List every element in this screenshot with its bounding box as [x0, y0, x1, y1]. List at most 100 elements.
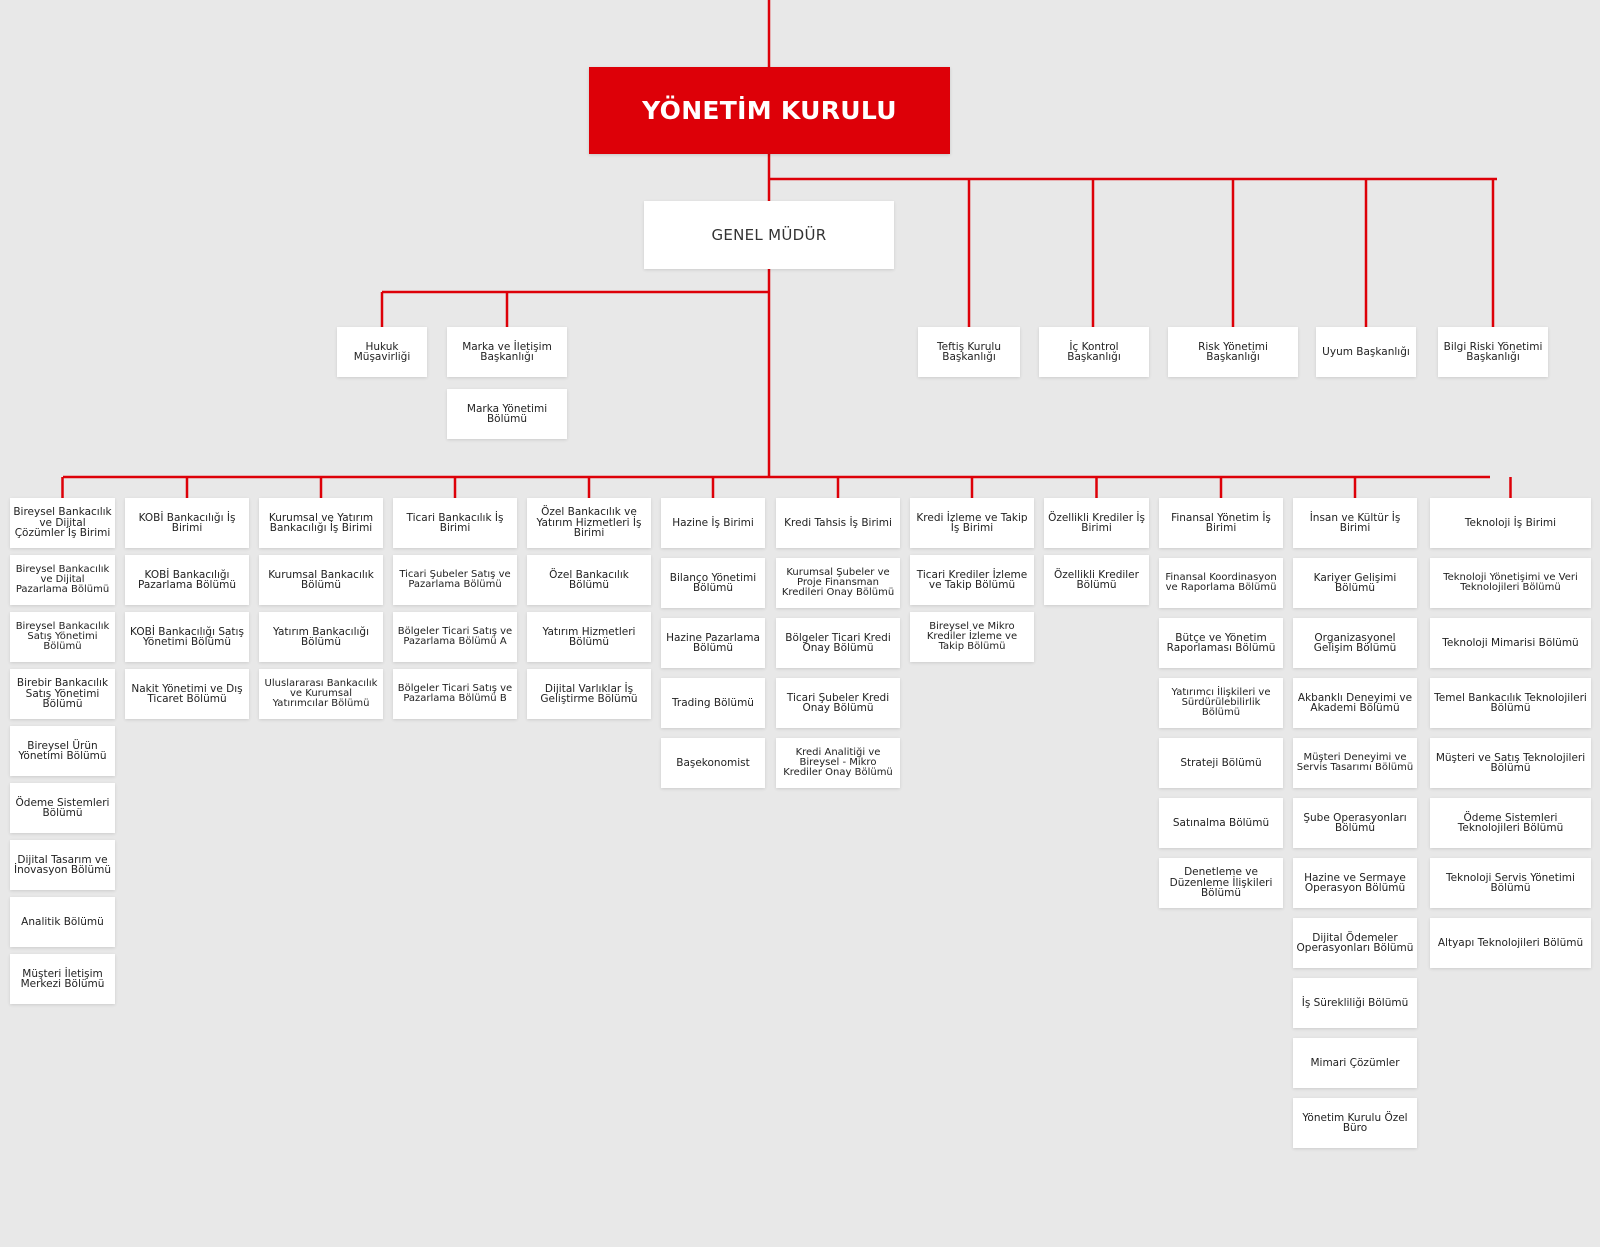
box-label: Ticari Bankacılık İş Birimi [406, 511, 504, 534]
department-box: Satınalma Bölümü [1159, 798, 1283, 848]
department-box: Altyapı Teknolojileri Bölümü [1430, 918, 1591, 968]
department-box: Ödeme Sistemleri Teknolojileri Bölümü [1430, 798, 1591, 848]
box-label: Kredi İzleme ve Takip İş Birimi [916, 511, 1028, 534]
box-label: Yatırım Hizmetleri Bölümü [542, 625, 636, 648]
box-label: Kurumsal Şubeler ve Proje Finansman Kred… [781, 567, 895, 598]
box-label: Özellikli Krediler İş Birimi [1048, 511, 1145, 534]
box-label: Temel Bankacılık Teknolojileri Bölümü [1434, 691, 1587, 714]
box-label: Yatırımcı İlişkileri ve Sürdürülebilirli… [1171, 687, 1271, 718]
box-label: Kurumsal ve Yatırım Bankacılığı İş Birim… [268, 511, 374, 534]
box-label: Ticari Krediler İzleme ve Takip Bölümü [916, 568, 1028, 591]
department-box: Özellikli Krediler Bölümü [1044, 555, 1149, 605]
department-box: Bireysel Ürün Yönetimi Bölümü [10, 726, 115, 776]
box-label: Ticari Şubeler Kredi Onay Bölümü [786, 691, 890, 714]
division-head-box: Finansal Yönetim İş Birimi [1159, 498, 1283, 548]
box-label: KOBİ Bankacılığı İş Birimi [138, 511, 236, 534]
department-box: KOBİ Bankacılığı Satış Yönetimi Bölümü [125, 612, 249, 662]
box-label: Dijital Tasarım ve İnovasyon Bölümü [13, 853, 111, 876]
box-label: Risk Yönetimi Başkanlığı [1198, 340, 1268, 363]
department-box: Özel Bankacılık Bölümü [527, 555, 651, 605]
division-head-box: Kurumsal ve Yatırım Bankacılığı İş Birim… [259, 498, 383, 548]
box-label: Finansal Koordinasyon ve Raporlama Bölüm… [1165, 572, 1277, 593]
department-box: Yönetim Kurulu Özel Büro [1293, 1098, 1417, 1148]
department-box: Bütçe ve Yönetim Raporlaması Bölümü [1159, 618, 1283, 668]
department-box: Strateji Bölümü [1159, 738, 1283, 788]
department-box: Bilanço Yönetimi Bölümü [661, 558, 765, 608]
box-label: Bölgeler Ticari Satış ve Pazarlama Bölüm… [397, 626, 513, 647]
box-label: Analitik Bölümü [21, 915, 104, 928]
box-label: Hazine ve Sermaye Operasyon Bölümü [1304, 871, 1406, 894]
department-box: Ticari Şubeler Kredi Onay Bölümü [776, 678, 900, 728]
box-label: Bireysel Ürün Yönetimi Bölümü [18, 739, 107, 762]
division-head-box: Özel Bankacılık ve Yatırım Hizmetleri İş… [527, 498, 651, 548]
box-label: Teknoloji Servis Yönetimi Bölümü [1446, 871, 1575, 894]
box-label: Akbanklı Deneyimi ve Akademi Bölümü [1297, 691, 1413, 714]
box-label: Teknoloji İş Birimi [1464, 516, 1557, 529]
department-box: Dijital Ödemeler Operasyonları Bölümü [1293, 918, 1417, 968]
box-label: Özel Bankacılık Bölümü [549, 568, 629, 591]
department-box: Akbanklı Deneyimi ve Akademi Bölümü [1293, 678, 1417, 728]
box-label: Teknoloji Mimarisi Bölümü [1442, 636, 1579, 649]
box-label: Yatırım Bankacılığı Bölümü [273, 625, 369, 648]
box-label: Altyapı Teknolojileri Bölümü [1437, 936, 1584, 949]
department-box: Müşteri İletişim Merkezi Bölümü [10, 954, 115, 1004]
department-box: Yatırım Hizmetleri Bölümü [527, 612, 651, 662]
box-label: Bilanço Yönetimi Bölümü [669, 571, 757, 594]
box-label: Şube Operasyonları Bölümü [1303, 811, 1407, 834]
board-unit-box: Teftiş Kurulu Başkanlığı [918, 327, 1020, 377]
division-head-box: Kredi İzleme ve Takip İş Birimi [910, 498, 1034, 548]
box-label: Yönetim Kurulu Özel Büro [1302, 1111, 1408, 1134]
department-box: Yatırım Bankacılığı Bölümü [259, 612, 383, 662]
box-label: Dijital Varlıklar İş Geliştirme Bölümü [540, 682, 638, 705]
box-label: Bireysel Bankacılık ve Dijital Pazarlama… [15, 564, 110, 595]
department-box: Hazine Pazarlama Bölümü [661, 618, 765, 668]
general-manager-box: GENEL MÜDÜR [644, 201, 894, 269]
gm-staff-box: Marka ve İletişim Başkanlığı [447, 327, 567, 377]
box-label: Strateji Bölümü [1180, 756, 1262, 769]
department-box: Bireysel ve Mikro Krediler İzleme ve Tak… [910, 612, 1034, 662]
department-box: Ticari Krediler İzleme ve Takip Bölümü [910, 555, 1034, 605]
department-box: Bireysel Bankacılık ve Dijital Pazarlama… [10, 555, 115, 605]
department-box: Organizasyonel Gelişim Bölümü [1293, 618, 1417, 668]
board-unit-box: Bilgi Riski Yönetimi Başkanlığı [1438, 327, 1548, 377]
box-label: Müşteri Deneyimi ve Servis Tasarımı Bölü… [1296, 752, 1414, 773]
department-box: İş Sürekliliği Bölümü [1293, 978, 1417, 1028]
gm-staff-box: Marka Yönetimi Bölümü [447, 389, 567, 439]
box-label: Bütçe ve Yönetim Raporlaması Bölümü [1166, 631, 1276, 654]
box-label: Ödeme Sistemleri Bölümü [15, 796, 110, 819]
department-box: Temel Bankacılık Teknolojileri Bölümü [1430, 678, 1591, 728]
box-label: Trading Bölümü [672, 696, 754, 709]
box-label: Bilgi Riski Yönetimi Başkanlığı [1443, 340, 1543, 363]
division-head-box: Teknoloji İş Birimi [1430, 498, 1591, 548]
box-label: Müşteri İletişim Merkezi Bölümü [20, 967, 105, 990]
department-box: Müşteri Deneyimi ve Servis Tasarımı Bölü… [1293, 738, 1417, 788]
box-label: Marka Yönetimi Bölümü [466, 402, 548, 425]
box-label: Teknoloji Yönetişimi ve Veri Teknolojile… [1443, 572, 1578, 593]
division-head-box: KOBİ Bankacılığı İş Birimi [125, 498, 249, 548]
board-of-directors-box: YÖNETİM KURULU [589, 67, 950, 154]
box-label: KOBİ Bankacılığı Satış Yönetimi Bölümü [130, 625, 244, 648]
box-label: Bireysel Bankacılık ve Dijital Çözümler … [13, 506, 112, 540]
department-box: Finansal Koordinasyon ve Raporlama Bölüm… [1159, 558, 1283, 608]
box-label: Hukuk Müşavirliği [353, 340, 411, 363]
board-unit-box: İç Kontrol Başkanlığı [1039, 327, 1149, 377]
box-label: İnsan ve Kültür İş Birimi [1309, 511, 1401, 534]
box-label: Finansal Yönetim İş Birimi [1171, 511, 1271, 534]
department-box: KOBİ Bankacılığı Pazarlama Bölümü [125, 555, 249, 605]
department-box: Ödeme Sistemleri Bölümü [10, 783, 115, 833]
department-box: Trading Bölümü [661, 678, 765, 728]
gm-staff-box: Hukuk Müşavirliği [337, 327, 427, 377]
department-box: Müşteri ve Satış Teknolojileri Bölümü [1430, 738, 1591, 788]
box-label: Nakit Yönetimi ve Dış Ticaret Bölümü [131, 682, 243, 705]
department-box: Analitik Bölümü [10, 897, 115, 947]
box-label: Kurumsal Bankacılık Bölümü [268, 568, 374, 591]
box-label: Özel Bankacılık ve Yatırım Hizmetleri İş… [536, 506, 642, 540]
department-box: Kurumsal Şubeler ve Proje Finansman Kred… [776, 558, 900, 608]
box-label: Uyum Başkanlığı [1322, 345, 1410, 358]
box-label: Uluslararası Bankacılık ve Kurumsal Yatı… [264, 678, 378, 709]
box-label: Kariyer Gelişimi Bölümü [1313, 571, 1397, 594]
department-box: Yatırımcı İlişkileri ve Sürdürülebilirli… [1159, 678, 1283, 728]
department-box: Kurumsal Bankacılık Bölümü [259, 555, 383, 605]
department-box: Dijital Tasarım ve İnovasyon Bölümü [10, 840, 115, 890]
